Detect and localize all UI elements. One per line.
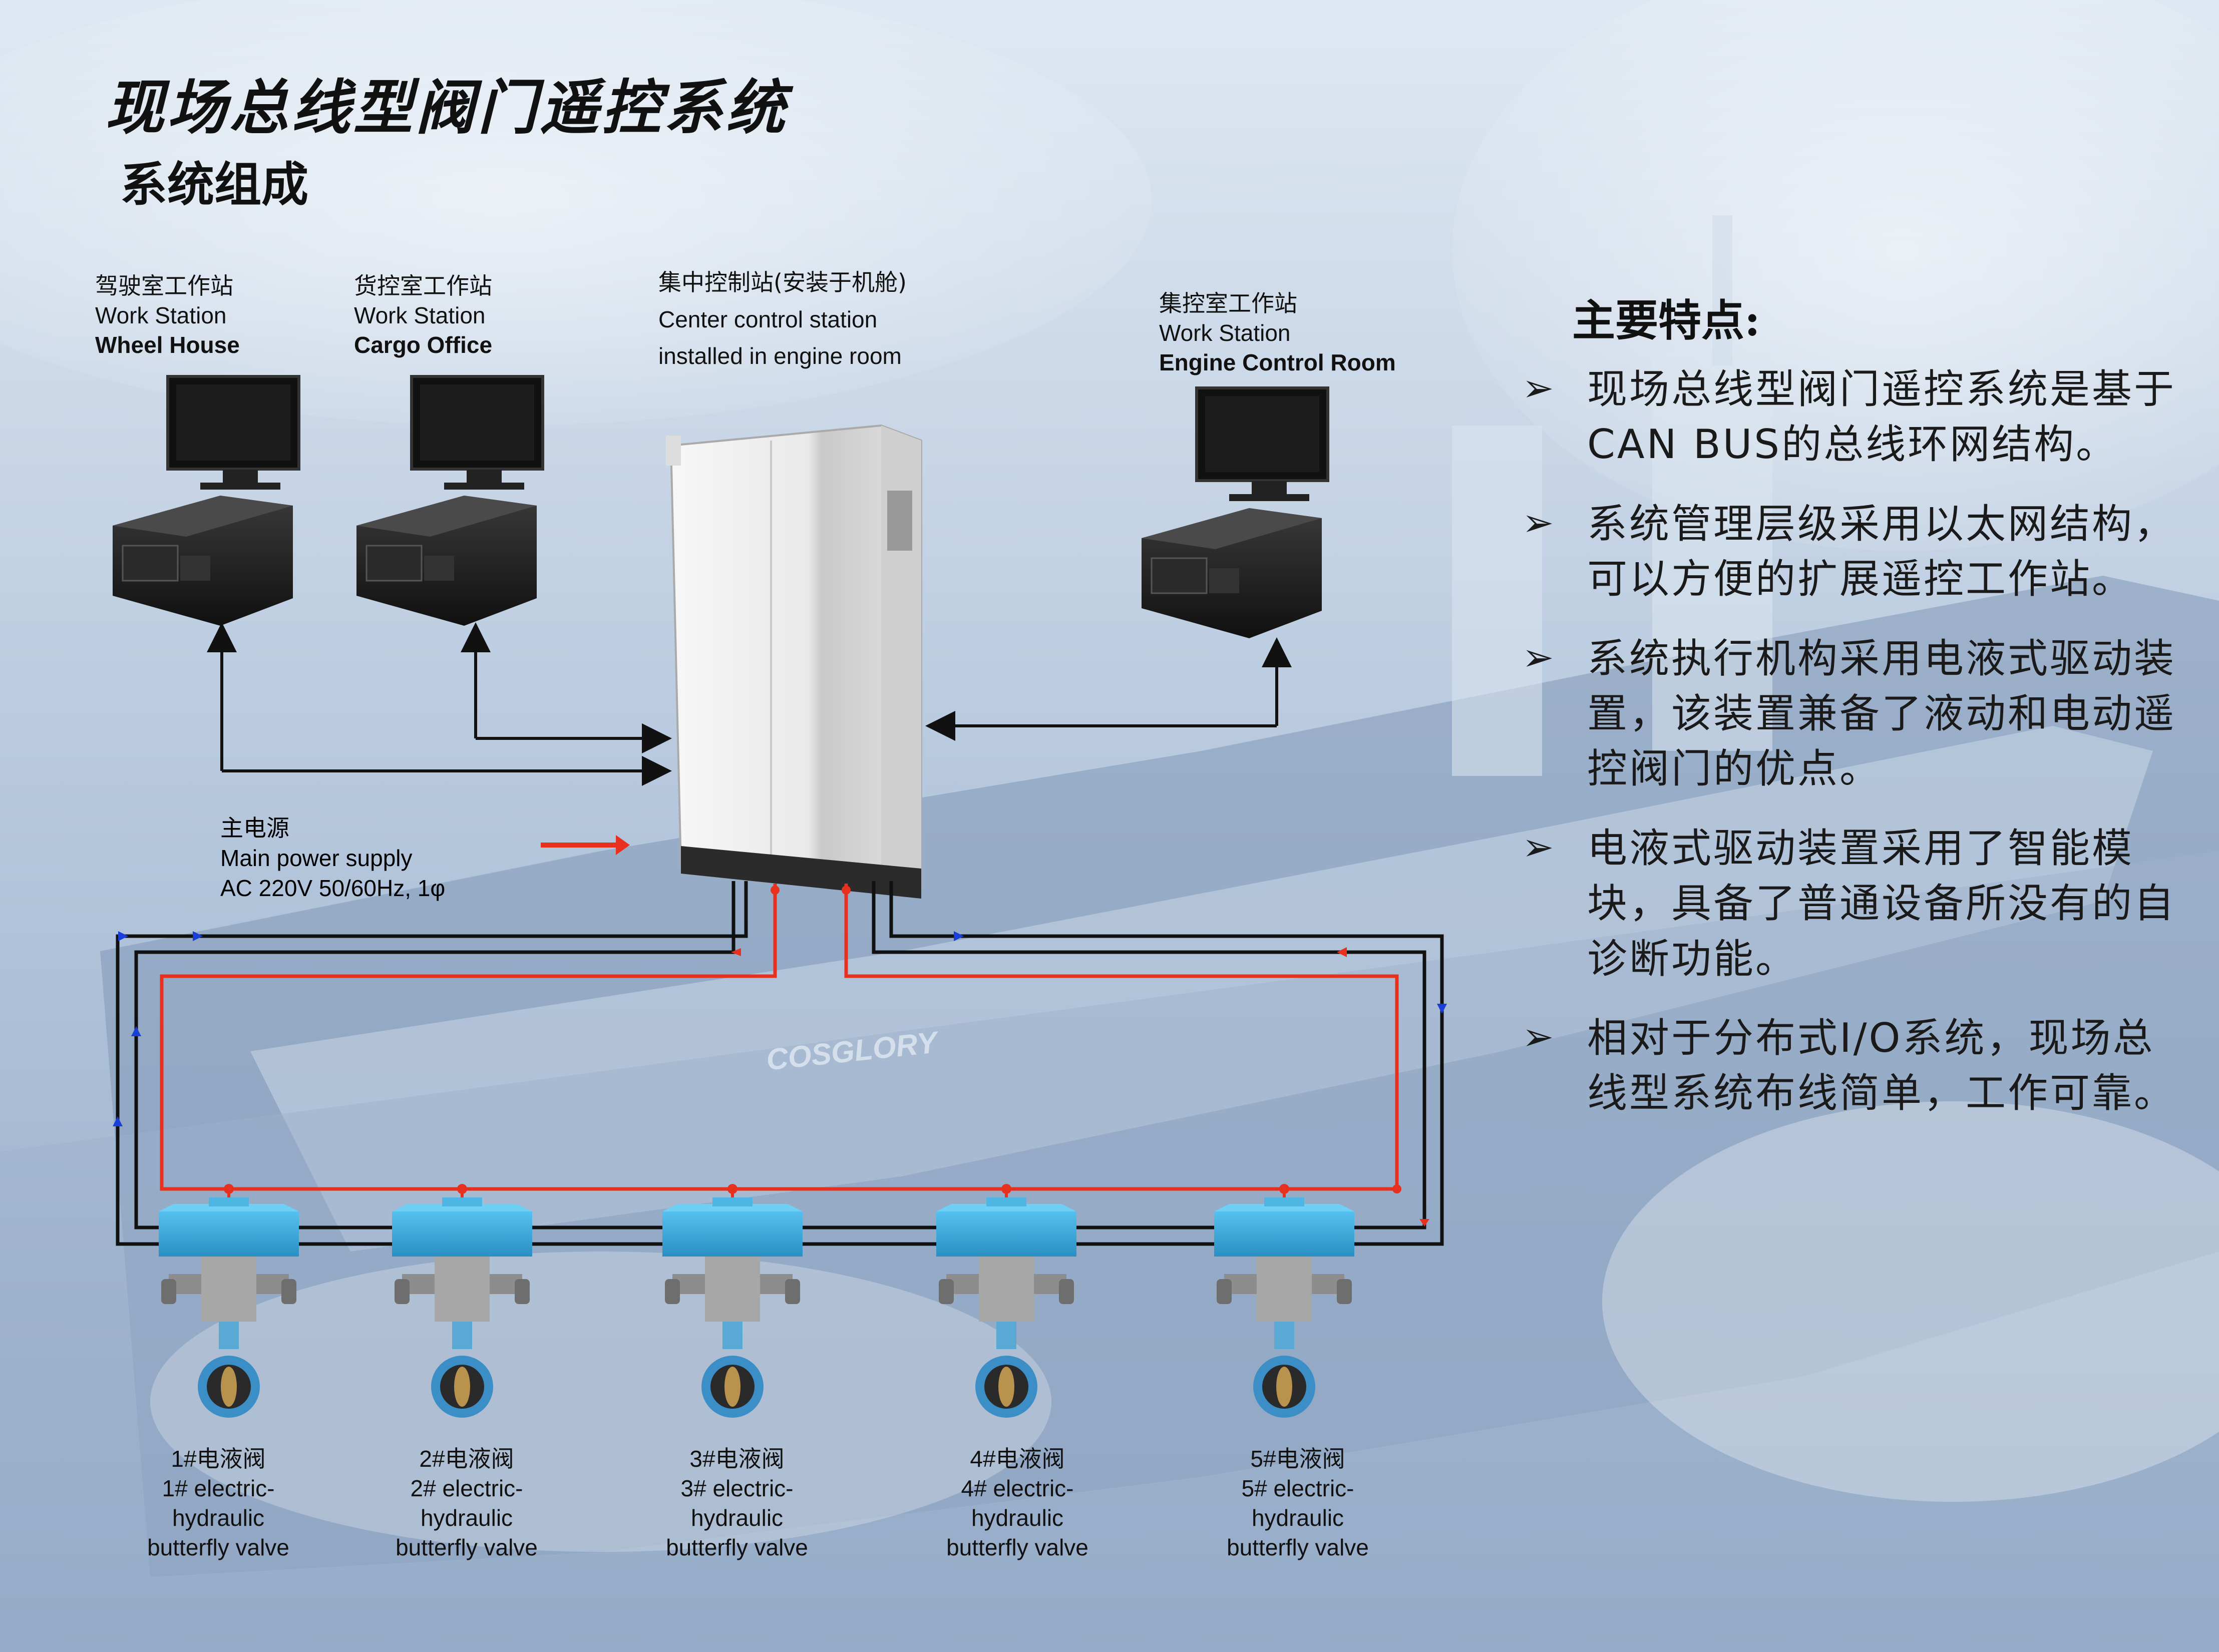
center-control-cabinet [666,424,922,899]
page-title: 现场总线型阀门遥控系统 [105,73,789,142]
feature-item-5: ➢ 相对于分布式I/O系统，现场总线型系统布线简单，工作可靠。 [1522,1011,2188,1121]
valve-l2: hydraulic [1251,1504,1344,1531]
center-station-en1: Center control station [658,306,878,332]
electro-hydraulic-valve-5 [1214,1184,1354,1418]
feature-item-2: ➢ 系统管理层级采用以太网结构，可以方便的扩展遥控工作站。 [1522,497,2188,607]
ring-direction-markers [113,886,1447,1226]
valve-cn: 5#电液阀 [1250,1446,1345,1472]
valve-l1: 4# electric- [961,1475,1074,1501]
feature-item-3: ➢ 系统执行机构采用电液式驱动装置，该装置兼备了液动和电动遥控阀门的优点。 [1522,631,2188,797]
power-cn: 主电源 [220,814,289,842]
workstation-label-cargo-office: 货控室工作站 Work Station Cargo Office [354,271,492,360]
workstation-computer-engine-control-room [1142,386,1329,638]
valve-l2: hydraulic [690,1504,784,1531]
workstation-cn: 货控室工作站 [354,272,492,299]
valve-cn: 4#电液阀 [970,1446,1065,1472]
bullet-arrow-icon: ➢ [1522,824,1556,869]
feature-item-4: ➢ 电液式驱动装置采用了智能模块，具备了普通设备所没有的自诊断功能。 [1522,821,2188,987]
workstation-en2: Wheel House [95,331,240,358]
valve-cn: 3#电液阀 [689,1446,785,1472]
features-panel: 主要特点: ➢ 现场总线型阀门遥控系统是基于CAN BUS的总线环网结构。 ➢ 系统… [1522,285,2188,1145]
valve-l2: hydraulic [172,1504,265,1531]
valve-group [159,1184,1354,1418]
workstation-label-engine-control-room: 集控室工作站 Work Station Engine Control Room [1159,289,1396,377]
electro-hydraulic-valve-4 [936,1184,1076,1418]
page-subtitle: 系统组成 [120,158,309,212]
features-heading: 主要特点: [1572,295,1760,346]
electro-hydraulic-valve-2 [392,1184,532,1418]
ethernet-links [207,622,1292,786]
valve-l2: hydraulic [420,1504,513,1531]
electro-hydraulic-valve-3 [662,1184,803,1418]
power-label: 主电源 Main power supply AC 220V 50/60Hz, 1… [220,813,445,903]
valve-l3: butterfly valve [396,1534,538,1560]
power-en2: AC 220V 50/60Hz, 1φ [220,875,446,901]
valve-l3: butterfly valve [666,1534,808,1560]
valve-cn: 2#电液阀 [419,1446,514,1472]
feature-text: 电液式驱动装置采用了智能模块，具备了普通设备所没有的自诊断功能。 [1587,824,2176,982]
electro-hydraulic-valve-1 [159,1184,299,1418]
bullet-arrow-icon: ➢ [1522,365,1556,410]
bullet-arrow-icon: ➢ [1522,634,1556,679]
power-en1: Main power supply [220,845,413,871]
valve-label-3: 3#电液阀 3# electric- hydraulic butterfly v… [617,1444,857,1562]
workstation-label-wheel-house: 驾驶室工作站 Work Station Wheel House [95,271,240,360]
valve-label-5: 5#电液阀 5# electric- hydraulic butterfly v… [1178,1444,1418,1562]
bullet-arrow-icon: ➢ [1522,500,1556,545]
valve-l1: 1# electric- [162,1475,275,1501]
workstation-computer-cargo-office [356,375,544,626]
can-bus-ring [116,881,1444,1246]
workstation-cn: 驾驶室工作站 [95,272,233,299]
valve-l3: butterfly valve [1227,1534,1369,1560]
valve-l1: 3# electric- [680,1475,794,1501]
center-station-cn: 集中控制站(安装于机舱) [658,269,907,296]
workstation-cn: 集控室工作站 [1159,290,1297,317]
workstation-en2: Cargo Office [354,331,493,358]
valve-l3: butterfly valve [946,1534,1088,1560]
valve-label-2: 2#电液阀 2# electric- hydraulic butterfly v… [346,1444,587,1562]
feature-text: 现场总线型阀门遥控系统是基于CAN BUS的总线环网结构。 [1587,366,2176,468]
valve-cn: 1#电液阀 [171,1446,266,1472]
valve-label-1: 1#电液阀 1# electric- hydraulic butterfly v… [98,1444,338,1562]
feature-text: 系统管理层级采用以太网结构，可以方便的扩展遥控工作站。 [1587,500,2176,603]
workstation-en1: Work Station [95,302,227,328]
workstation-en1: Work Station [1159,319,1291,346]
valve-l2: hydraulic [971,1504,1064,1531]
valve-l3: butterfly valve [147,1534,289,1560]
feature-text: 系统执行机构采用电液式驱动装置，该装置兼备了液动和电动遥控阀门的优点。 [1587,635,2176,792]
valve-l1: 5# electric- [1241,1475,1354,1501]
valve-label-4: 4#电液阀 4# electric- hydraulic butterfly v… [897,1444,1138,1562]
feature-text: 相对于分布式I/O系统，现场总线型系统布线简单，工作可靠。 [1587,1014,2176,1117]
center-station-en2: installed in engine room [658,343,902,369]
feature-item-1: ➢ 现场总线型阀门遥控系统是基于CAN BUS的总线环网结构。 [1522,362,2188,473]
workstation-en1: Work Station [354,302,486,328]
center-station-label: 集中控制站(安装于机舱) Center control station inst… [658,264,907,375]
workstation-en2: Engine Control Room [1159,349,1396,375]
bullet-arrow-icon: ➢ [1522,1014,1556,1059]
workstation-computer-wheel-house [113,375,300,626]
valve-l1: 2# electric- [410,1475,523,1501]
